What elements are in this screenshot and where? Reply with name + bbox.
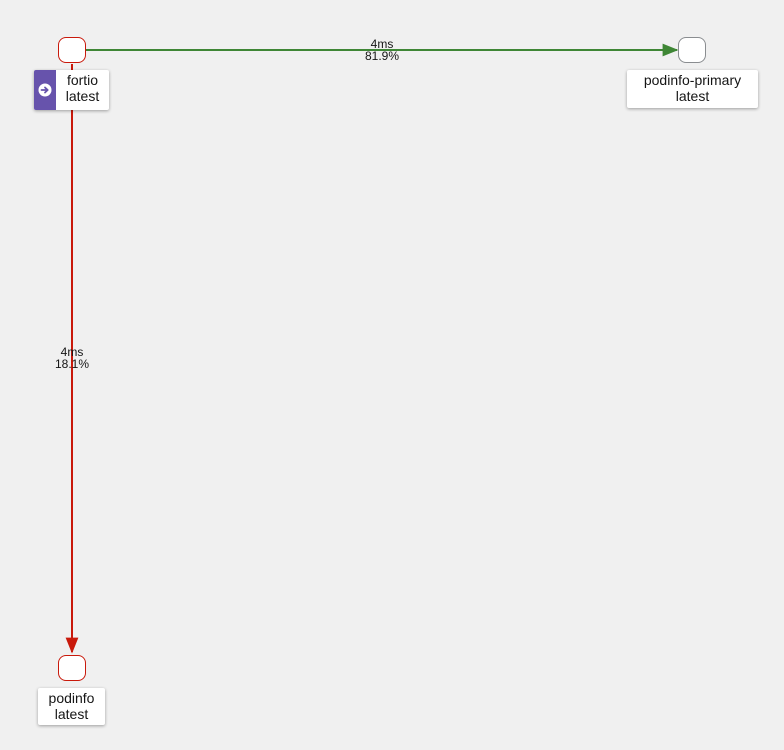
- edge-podinfo-percent: 18.1%: [54, 357, 90, 371]
- edge-primary-percent: 81.9%: [364, 49, 400, 63]
- node-label-podinfo-primary[interactable]: podinfo-primary latest: [627, 70, 758, 108]
- edge-label-podinfo: 4ms 18.1%: [42, 346, 102, 370]
- podinfo-primary-version: latest: [675, 88, 710, 104]
- podinfo-name: podinfo: [48, 690, 95, 706]
- edge-label-primary: 4ms 81.9%: [352, 38, 412, 62]
- podinfo-primary-name: podinfo-primary: [643, 72, 742, 88]
- fortio-name: fortio: [66, 72, 99, 88]
- node-fortio[interactable]: [58, 37, 86, 63]
- arrow-circle-right-icon: [34, 70, 56, 110]
- edge-primary-latency: 4ms: [370, 37, 394, 51]
- fortio-version: latest: [65, 88, 100, 104]
- node-podinfo[interactable]: [58, 655, 86, 681]
- edge-podinfo-latency: 4ms: [60, 345, 84, 359]
- node-podinfo-primary[interactable]: [678, 37, 706, 63]
- node-label-podinfo[interactable]: podinfo latest: [38, 688, 105, 725]
- podinfo-version: latest: [54, 706, 89, 722]
- node-label-fortio[interactable]: fortio latest: [34, 70, 109, 110]
